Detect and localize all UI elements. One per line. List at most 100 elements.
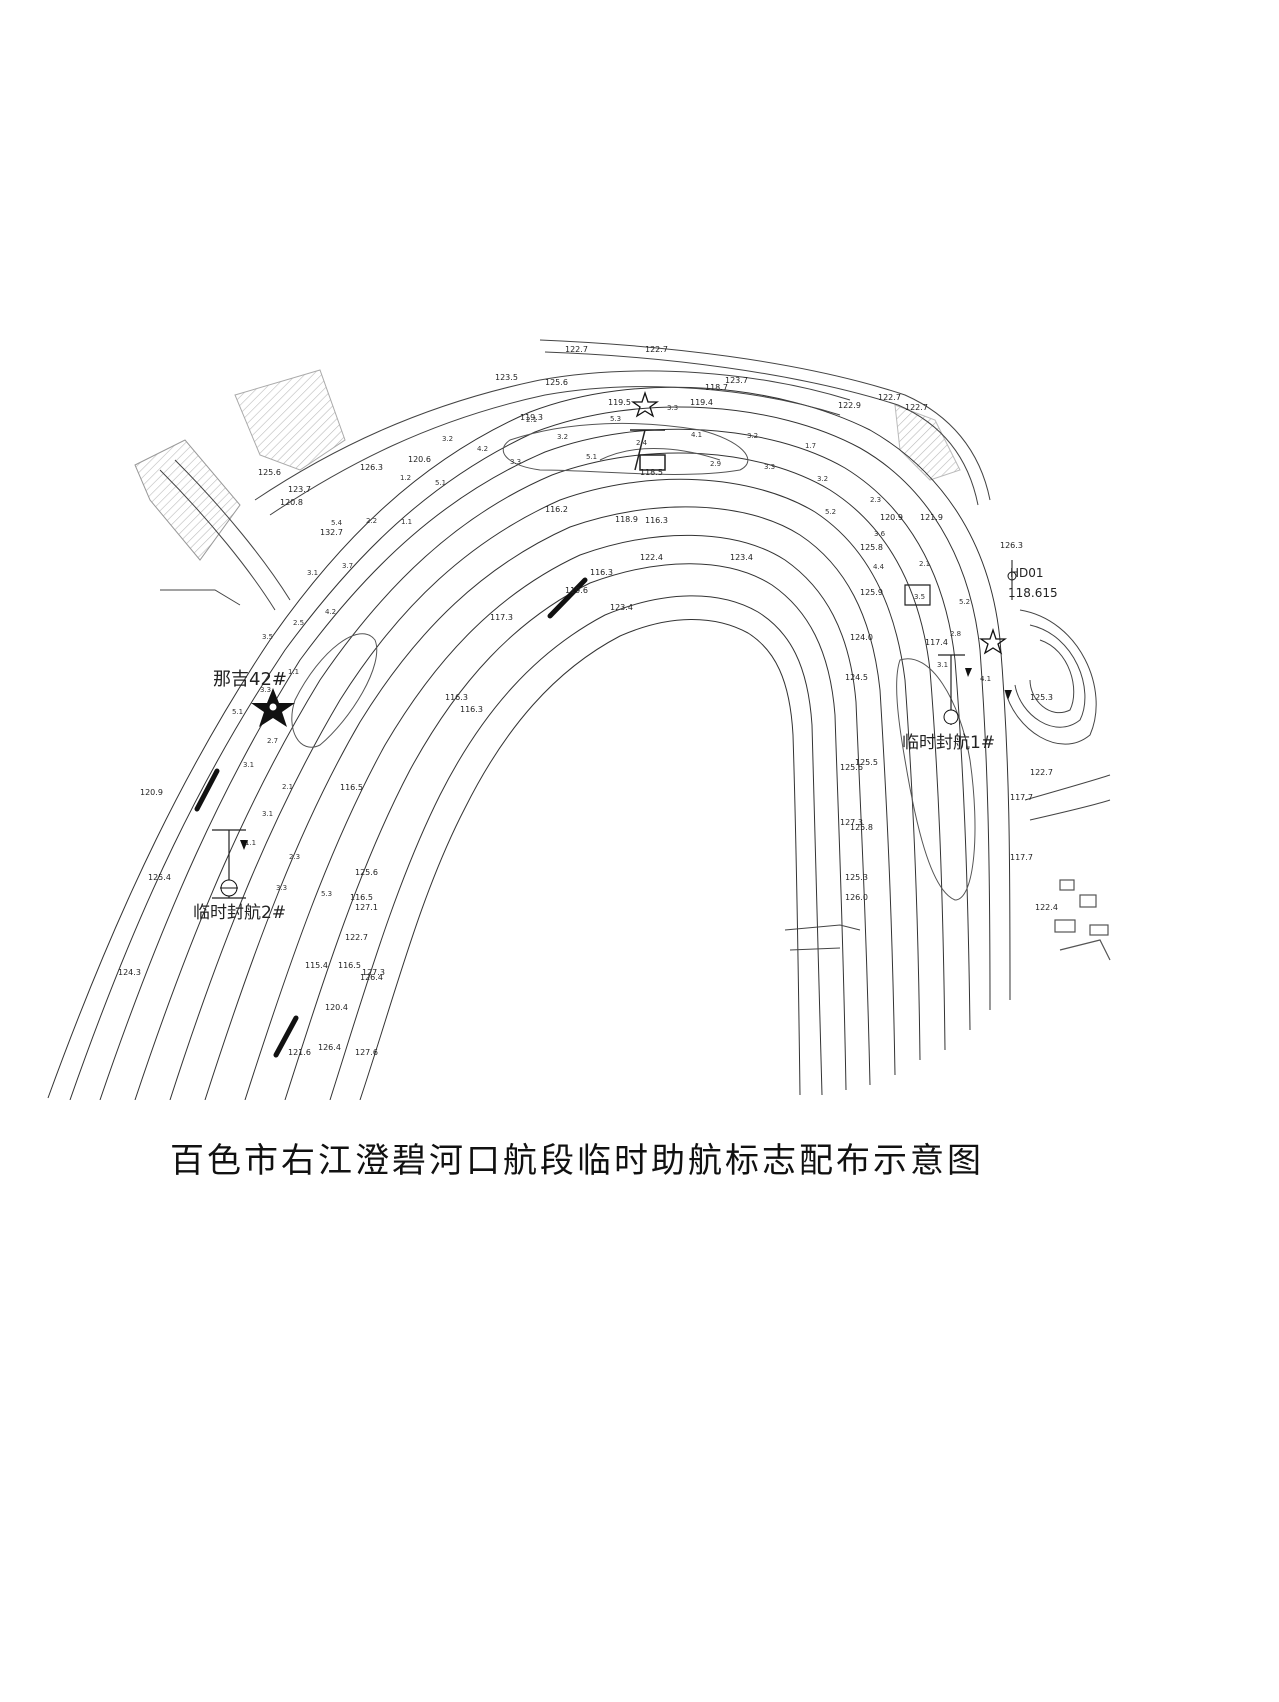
depth-sounding: 3.3 [510, 458, 521, 466]
depth-sounding: 1.1 [288, 668, 299, 676]
depth-sounding: 1.7 [805, 442, 816, 450]
depth-sounding: 1.2 [400, 474, 411, 482]
bank-elevation: 120.6 [408, 455, 431, 464]
channel-elevation: 116.3 [645, 516, 668, 525]
bank-hatching [134, 369, 961, 561]
channel-elevation: 119.5 [608, 398, 631, 407]
depth-sounding: 3.3 [667, 404, 678, 412]
buildings [1054, 879, 1111, 961]
marker-naji-42 [251, 688, 295, 727]
channel-elevation-labels: 119.5 119.4 118.7 119.3 118.5 116.2 118.9 116.3… [118, 383, 948, 1057]
bank-elevation: 125.6 [545, 378, 568, 387]
label-temp-closure-2: 临时封航2# [193, 903, 286, 923]
hill-contours [1004, 609, 1111, 821]
depth-sounding: 2.3 [870, 496, 881, 504]
bank-elevation: 127.6 [355, 1048, 378, 1057]
channel-elevation: 116.5 [350, 893, 373, 902]
bank-elevation: 132.7 [320, 528, 343, 537]
bank-elevation: 122.7 [645, 345, 668, 354]
depth-sounding: 3.1 [243, 761, 254, 769]
channel-elevation: 116.3 [445, 693, 468, 702]
channel-elevation: 116.5 [338, 961, 361, 970]
depth-sounding: 5.1 [232, 708, 243, 716]
depth-sounding: 3.7 [342, 562, 353, 570]
label-hd01-elev: 118.615 [1008, 586, 1058, 600]
channel-elevation: 119.4 [690, 398, 713, 407]
channel-elevation: 115.4 [305, 961, 328, 970]
channel-elevation: 120.9 [140, 788, 163, 797]
channel-elevation: 125.8 [860, 543, 883, 552]
depth-sounding: 2.8 [950, 630, 961, 638]
bank-elevation: 122.9 [838, 401, 861, 410]
bank-elevation: 126.3 [1000, 541, 1023, 550]
depth-sounding: 2.1 [282, 783, 293, 791]
channel-elevation: 124.0 [850, 633, 873, 642]
label-hd01-id: HD01 [1010, 566, 1044, 580]
channel-elevation: 118.9 [615, 515, 638, 524]
depth-sounding: 4.1 [980, 675, 991, 683]
upper-bank-lines [159, 339, 991, 951]
depth-sounding: 2.1 [526, 416, 537, 424]
depth-sounding: 3.1 [307, 569, 318, 577]
marker-star-top [630, 390, 660, 418]
bank-elevation: 126.4 [318, 1043, 341, 1052]
depth-sounding: 3.2 [557, 433, 568, 441]
channel-elevation: 119.3 [520, 413, 543, 422]
depth-sounding: 5.2 [825, 508, 836, 516]
depth-sounding: 2.9 [710, 460, 721, 468]
closure-sign-frames [212, 584, 965, 899]
bank-elevation: 127.3 [362, 968, 385, 977]
marker-star-right [978, 627, 1008, 655]
channel-elevation: 116.2 [545, 505, 568, 514]
bank-elevation: 122.7 [905, 403, 928, 412]
channel-elevation: 118.5 [640, 468, 663, 477]
marker-hd01 [1007, 560, 1017, 600]
depth-sounding: 4.1 [691, 431, 702, 439]
marker-temp-closure-2 [220, 840, 248, 897]
bank-elevation: 126.3 [360, 463, 383, 472]
bank-elevation: 126.4 [360, 973, 383, 982]
depth-sounding: 2.4 [636, 439, 648, 447]
label-temp-closure-1: 临时封航1# [902, 733, 995, 753]
river-character-shi [630, 429, 666, 471]
depth-sounding: 2.3 [289, 853, 300, 861]
river-chart-map: 那吉42# 临时封航2# 临时封航1# HD01 118.615 122.7 12… [47, 339, 1111, 1100]
map-title: 百色市右江澄碧河口航段临时助航标志配布示意图 [170, 1141, 984, 1181]
label-naji-42: 那吉42# [213, 669, 287, 690]
channel-elevation: 116.5 [340, 783, 363, 792]
channel-elevation: 125.3 [845, 873, 868, 882]
depth-sounding: 5.3 [321, 890, 332, 898]
bank-elevation: 125.8 [850, 823, 873, 832]
bank-elevation: 122.7 [345, 933, 368, 942]
depth-sounding: 3.6 [874, 530, 886, 538]
depth-sounding: 5.1 [435, 479, 446, 487]
bank-elevation: 117.7 [1010, 853, 1033, 862]
channel-elevation: 123.4 [730, 553, 753, 562]
marker-temp-closure-1 [943, 668, 1012, 725]
depth-sounding: 3.3 [276, 884, 287, 892]
depth-sounding: 5.2 [959, 598, 970, 606]
depth-sounding: 3.2 [817, 475, 828, 483]
depth-sounding: 5.3 [610, 415, 621, 423]
channel-elevation: 118.7 [705, 383, 728, 392]
depth-sounding: 1.1 [401, 518, 412, 526]
bank-elevation: 127.3 [840, 818, 863, 827]
channel-elevation: 117.4 [925, 638, 948, 647]
channel-elevation: 116.3 [460, 705, 483, 714]
channel-markers [194, 577, 588, 1058]
bank-elevation: 127.1 [355, 903, 378, 912]
bank-elevation: 122.7 [565, 345, 588, 354]
depth-sounding: 3.1 [262, 810, 273, 818]
bank-elevation: 120.4 [325, 1003, 348, 1012]
channel-elevation: 121.9 [920, 513, 943, 522]
channel-elevation: 125.6 [840, 763, 863, 772]
channel-elevation: 122.4 [640, 553, 663, 562]
depth-sounding: 3.3 [260, 686, 271, 694]
channel-elevation: 123.4 [610, 603, 633, 612]
channel-elevation: 125.9 [860, 588, 883, 597]
depth-sounding: 2.2 [366, 517, 377, 525]
channel-elevation: 120.9 [880, 513, 903, 522]
bank-elevation: 125.6 [355, 868, 378, 877]
depth-sounding: 2.5 [293, 619, 304, 627]
